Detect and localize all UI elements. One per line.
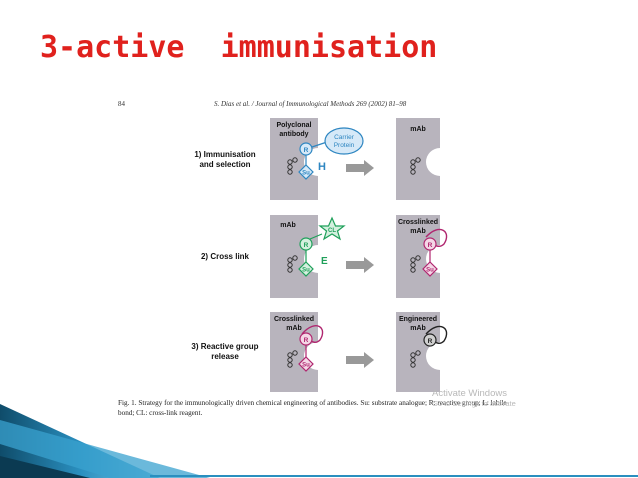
step1-left-box-line1: Polyclonal — [276, 122, 311, 129]
step3-left-crosslinked-box: Crosslinked mAb R Su — [270, 312, 324, 392]
step3-left-box-line2: mAb — [286, 325, 302, 332]
crosslinker-label: CL — [328, 228, 336, 234]
step3-right-box-line1: Engineered — [399, 316, 437, 323]
carrier-protein — [324, 127, 364, 155]
step3-right-chain-icon — [410, 350, 421, 368]
step2-right-crosslinked-box: Crosslinked mAb R Su — [396, 215, 448, 298]
step3-substrate-label: Su — [302, 363, 310, 369]
step1-chain-icon — [287, 157, 298, 175]
step3-right-reactive-label: R — [428, 338, 433, 345]
step2-substrate — [298, 261, 314, 277]
step1-marker: H — [318, 161, 326, 173]
journal-page-number: 84 — [118, 100, 125, 108]
step2-right-reactive-label: R — [428, 242, 433, 249]
step1-reactive-group — [299, 142, 313, 156]
journal-citation: S. Dias et al. / Journal of Immunologica… — [214, 100, 407, 108]
crosslinker-star — [318, 216, 346, 241]
step2-right-reactive-group — [423, 237, 437, 251]
step3-right-box-line2: mAb — [410, 325, 426, 332]
step2-substrate-label: Su — [302, 268, 310, 274]
step3-crosslink-loop — [301, 325, 324, 343]
step3-substrate — [298, 356, 314, 372]
carrier-line2: Protein — [334, 142, 355, 149]
step2-arrow-body — [346, 261, 364, 269]
step2-left-mab-box: mAb — [270, 215, 318, 298]
step2-arrow-head — [364, 257, 374, 273]
slide-bottom-decoration — [0, 404, 638, 478]
step2-green-conjugate: R Su CL E — [298, 216, 346, 277]
step2-right-substrate — [422, 261, 438, 277]
step3-arrow-body — [346, 356, 364, 364]
step2-reactive-group — [299, 237, 313, 251]
step2-right-chain-icon — [410, 255, 421, 273]
step1-reactive-label: R — [304, 147, 309, 154]
carrier-line1: Carrier — [334, 134, 355, 141]
step3-reactive-group — [299, 332, 313, 346]
step1-label-line1: 1) Immunisation — [194, 150, 255, 159]
step3-right-engineered-box: Engineered mAb R — [396, 312, 448, 392]
step3-engineered-loop — [425, 325, 448, 344]
step1-left-box-line2: antibody — [279, 131, 308, 138]
step2-right-substrate-label: Su — [426, 268, 434, 274]
step2-right-box-line2: mAb — [410, 228, 426, 235]
slide-title: 3-active immunisation — [40, 30, 438, 65]
watermark-line2: Go to Settings to activate — [432, 399, 516, 408]
step3-reactive-label: R — [304, 337, 309, 344]
step2-left-box-label: mAb — [280, 222, 296, 229]
step1-left-antibody-box: Polyclonal antibody — [270, 118, 318, 200]
watermark-line1: Activate Windows — [432, 388, 507, 399]
step3-arrow-head — [364, 352, 374, 368]
step1-substrate-label: Su — [302, 171, 310, 177]
step3-left-box-line1: Crosslinked — [274, 316, 314, 323]
activate-windows-watermark: Activate Windows Go to Settings to activ… — [432, 389, 516, 409]
figure-caption: Fig. 1. Strategy for the immunologically… — [118, 399, 507, 417]
step3-label-line2: release — [211, 352, 239, 361]
step1-substrate — [298, 164, 314, 180]
step1-blue-conjugate: R Su Carrier Protein H — [298, 127, 364, 180]
step3-chain-icon — [287, 350, 298, 368]
step2-marker: E — [321, 256, 328, 267]
step1-label-line2: and selection — [199, 160, 250, 169]
step2-chain-icon — [287, 255, 298, 273]
step2-label: 2) Cross link — [201, 252, 250, 261]
step1-arrow-head — [364, 160, 374, 176]
step1-right-mab-box: mAb — [396, 118, 440, 200]
step3-label-line1: 3) Reactive group — [191, 342, 258, 351]
step1-arrow-body — [346, 164, 364, 172]
step2-right-box-line1: Crosslinked — [398, 219, 438, 226]
step1-right-box-label: mAb — [410, 126, 426, 133]
step3-right-reactive-group — [423, 333, 437, 347]
step1-right-chain-icon — [410, 157, 421, 175]
step2-reactive-label: R — [304, 242, 309, 249]
